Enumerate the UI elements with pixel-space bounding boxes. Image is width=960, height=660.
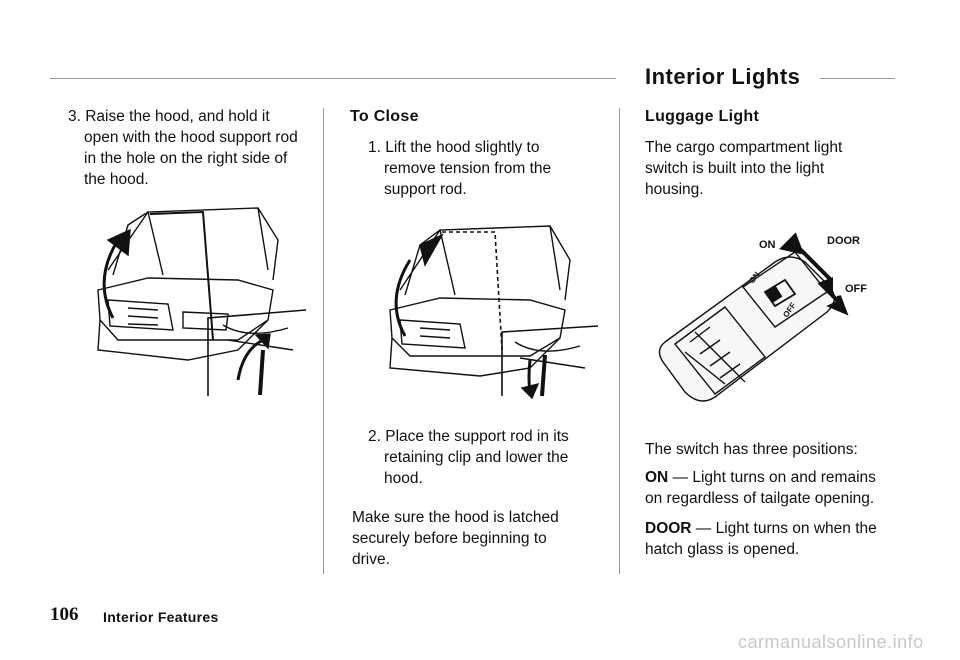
step-3-text: 3. Raise the hood, and hold it open with… — [68, 108, 298, 188]
on-position-description: ON — Light turns on and remains on regar… — [645, 467, 890, 509]
latch-note-text: Make sure the hood is latched securely b… — [352, 509, 559, 568]
watermark: carmanualsonline.info — [738, 632, 924, 652]
door-desc: — Light turns on when the hatch glass is… — [645, 520, 877, 558]
switch-direction-arrow — [779, 232, 849, 316]
switch-positions-intro: The switch has three positions: — [645, 441, 858, 458]
hood-close-illustration — [389, 225, 598, 400]
column-divider-2 — [619, 108, 620, 574]
luggage-light-intro: The cargo compartment light switch is bu… — [645, 139, 843, 198]
header-rule-right — [820, 78, 895, 79]
page-number: 106 — [50, 604, 79, 625]
luggage-light-heading: Luggage Light — [645, 108, 760, 125]
page-title: Interior Lights — [645, 64, 801, 89]
diagram-label-door: DOOR — [827, 235, 860, 247]
close-step-1-text: 1. Lift the hood slightly to remove tens… — [368, 139, 552, 198]
luggage-light-switch-diagram: ON OFF ON DOOR OFF — [658, 232, 867, 402]
close-step-2-text: 2. Place the support rod in its retainin… — [368, 428, 569, 487]
door-term: DOOR — [645, 520, 692, 537]
on-desc: — Light turns on and remains on regardle… — [645, 469, 876, 507]
column-divider-1 — [323, 108, 324, 574]
diagram-label-off: OFF — [845, 283, 867, 295]
header-rule-left — [50, 78, 616, 79]
diagram-label-on: ON — [759, 239, 776, 251]
to-close-heading: To Close — [350, 108, 419, 125]
on-term: ON — [645, 469, 669, 486]
hood-open-illustration — [97, 207, 306, 396]
door-position-description: DOOR — Light turns on when the hatch gla… — [645, 518, 890, 560]
footer-section-label: Interior Features — [103, 609, 219, 625]
